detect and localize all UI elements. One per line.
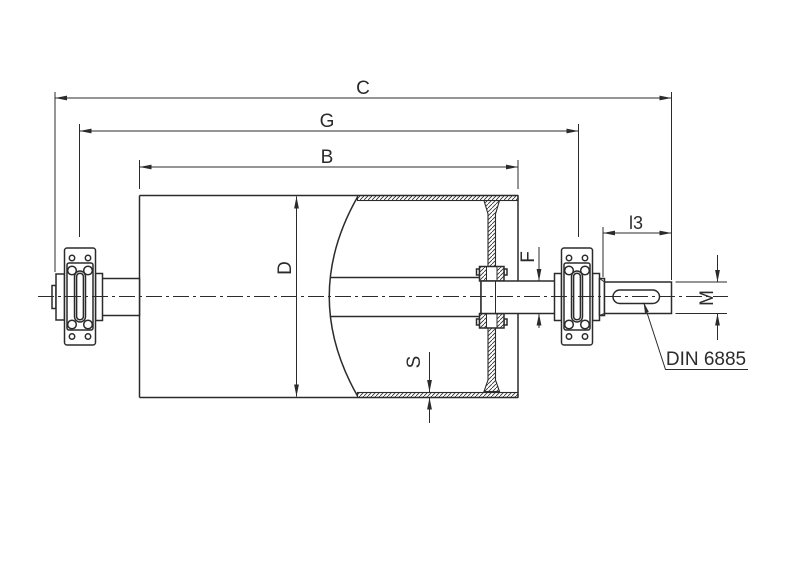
- dim-label-f: F: [518, 251, 539, 263]
- dim-label-m: M: [697, 290, 718, 306]
- dim-F: F: [518, 247, 542, 328]
- locking-assembly-bottom: [475, 312, 508, 329]
- keyway-standard-label: DIN 6885: [666, 349, 746, 370]
- dim-B: B: [139, 147, 519, 189]
- dim-label-b: B: [321, 147, 334, 168]
- locking-assembly-top: [475, 265, 508, 282]
- dim-label-s: S: [404, 356, 425, 369]
- dim-label-g: G: [320, 111, 335, 132]
- dim-l3: l3: [602, 213, 672, 277]
- dim-M: M: [675, 255, 727, 340]
- dim-G: G: [79, 111, 579, 237]
- shaft-end-keyed: [598, 277, 673, 317]
- shaft-right: [480, 280, 559, 315]
- leader-din-6885: DIN 6885: [643, 302, 748, 370]
- dim-D: D: [275, 196, 299, 397]
- dim-label-c: C: [356, 78, 370, 99]
- dim-label-l3: l3: [629, 213, 643, 233]
- bearing-left: [51, 247, 104, 346]
- dim-C: C: [54, 78, 672, 280]
- dim-label-d: D: [275, 261, 296, 275]
- dim-S: S: [404, 352, 432, 423]
